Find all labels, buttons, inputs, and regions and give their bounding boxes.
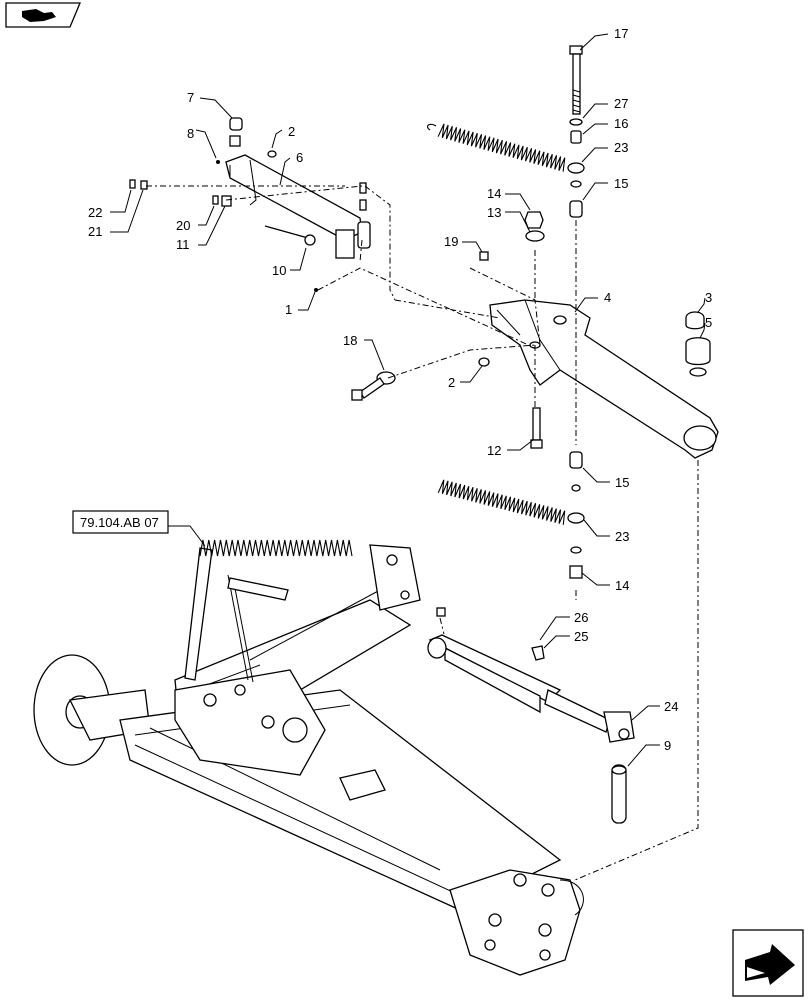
callout-2b: 2 <box>448 375 455 390</box>
fitting-26 <box>436 607 446 617</box>
callout-21: 21 <box>88 224 102 239</box>
callout-14: 14 <box>487 186 501 201</box>
callout-26: 26 <box>574 610 588 625</box>
washer-5b <box>689 367 707 377</box>
callout-22: 22 <box>88 205 102 220</box>
leader-lines <box>110 33 706 767</box>
callout-15b: 15 <box>615 475 629 490</box>
cylinder-24 <box>427 634 635 743</box>
link-arm-6 <box>225 154 371 259</box>
pin-22 <box>129 179 136 189</box>
callout-13: 13 <box>487 205 501 220</box>
callout-23: 23 <box>614 140 628 155</box>
nut-14 <box>524 211 544 229</box>
callout-labels: 17 27 16 23 15 14 13 19 4 3 5 7 8 2 6 22… <box>88 26 712 753</box>
next-page-arrow-icon[interactable] <box>732 929 804 997</box>
washer-27 <box>569 118 583 126</box>
bolt-12 <box>530 407 543 449</box>
pin-20 <box>212 195 219 205</box>
callout-17: 17 <box>614 26 628 41</box>
washer-mid <box>571 484 581 492</box>
elbow-25 <box>531 645 545 661</box>
callout-12: 12 <box>487 443 501 458</box>
callout-3: 3 <box>705 290 712 305</box>
rod-10 <box>264 225 316 246</box>
callout-16: 16 <box>614 116 628 131</box>
pin-2-upper <box>267 150 277 158</box>
callout-23b: 23 <box>615 529 629 544</box>
bushing-7b <box>229 135 241 147</box>
grease-fitting-1 <box>314 288 318 292</box>
book-nav-icon[interactable] <box>5 2 81 28</box>
bushing-7 <box>229 117 243 131</box>
washer <box>570 180 582 188</box>
callout-2: 2 <box>288 124 295 139</box>
swing-arm-4 <box>489 299 719 459</box>
bushing-16 <box>570 130 582 144</box>
bushing-11 <box>221 195 232 207</box>
callout-7: 7 <box>187 90 194 105</box>
bolt-17 <box>569 45 583 115</box>
callout-27: 27 <box>614 96 628 111</box>
reference-label: 79.104.AB 07 <box>80 515 159 530</box>
bushing-15b <box>569 451 583 469</box>
ring-23b <box>567 512 585 524</box>
callout-14b: 14 <box>615 578 629 593</box>
callout-20: 20 <box>176 218 190 233</box>
washer-mid-b <box>570 546 582 554</box>
callout-4: 4 <box>604 290 611 305</box>
callout-8: 8 <box>187 126 194 141</box>
bolt-upper-b <box>359 199 367 211</box>
callout-1: 1 <box>285 302 292 317</box>
reference-box[interactable]: 79.104.AB 07 <box>72 510 169 534</box>
pin-21 <box>140 180 148 190</box>
main-frame <box>33 544 584 976</box>
callout-19: 19 <box>444 234 458 249</box>
callout-18: 18 <box>343 333 357 348</box>
frame-spring <box>199 539 353 557</box>
callout-5: 5 <box>705 315 712 330</box>
nut-14b <box>569 565 583 579</box>
bolt-upper-a <box>359 182 367 194</box>
callout-15: 15 <box>614 176 628 191</box>
pin-9 <box>611 764 627 824</box>
callout-6: 6 <box>296 150 303 165</box>
grease-fitting-8 <box>216 160 220 164</box>
bushing-5 <box>685 337 711 366</box>
construction-lines <box>146 185 699 881</box>
cap-3 <box>685 311 705 330</box>
pin-2-lower <box>478 357 490 367</box>
callout-10: 10 <box>272 263 286 278</box>
callout-25: 25 <box>574 629 588 644</box>
callout-11: 11 <box>176 237 190 252</box>
callout-9: 9 <box>664 738 671 753</box>
ring-23 <box>567 162 585 174</box>
fitting-19 <box>479 251 489 261</box>
bushing-15 <box>569 200 583 218</box>
callout-24: 24 <box>664 699 678 714</box>
spring-lower <box>437 479 566 525</box>
washer-13 <box>525 230 545 242</box>
bolt-18 <box>351 371 396 401</box>
spring-upper <box>427 123 566 172</box>
